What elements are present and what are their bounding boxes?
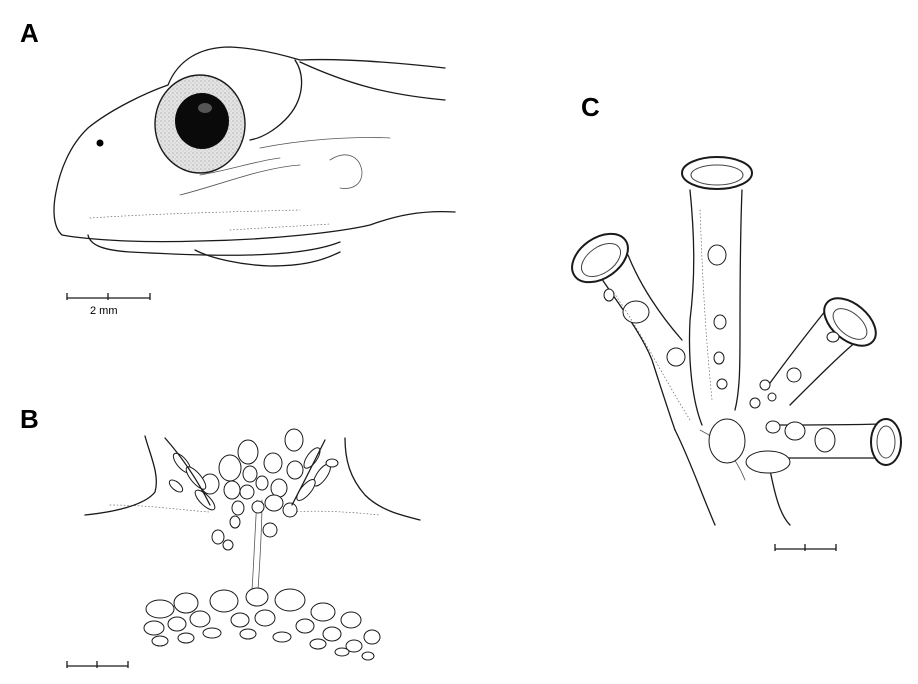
scale-bar-b xyxy=(66,661,129,668)
panel-label-c: C xyxy=(581,92,600,122)
scale-bar-a xyxy=(66,293,151,300)
panel-label-a: A xyxy=(20,18,39,48)
scale-bar-a-label: 2 mm xyxy=(90,305,118,317)
hand-drawing xyxy=(571,156,902,526)
head-drawing xyxy=(53,46,456,267)
panel-label-b: B xyxy=(20,404,39,434)
eye-pupil xyxy=(175,93,229,149)
gland-drawing xyxy=(84,428,421,661)
nostril xyxy=(96,139,104,147)
scale-bar-c xyxy=(774,544,837,551)
